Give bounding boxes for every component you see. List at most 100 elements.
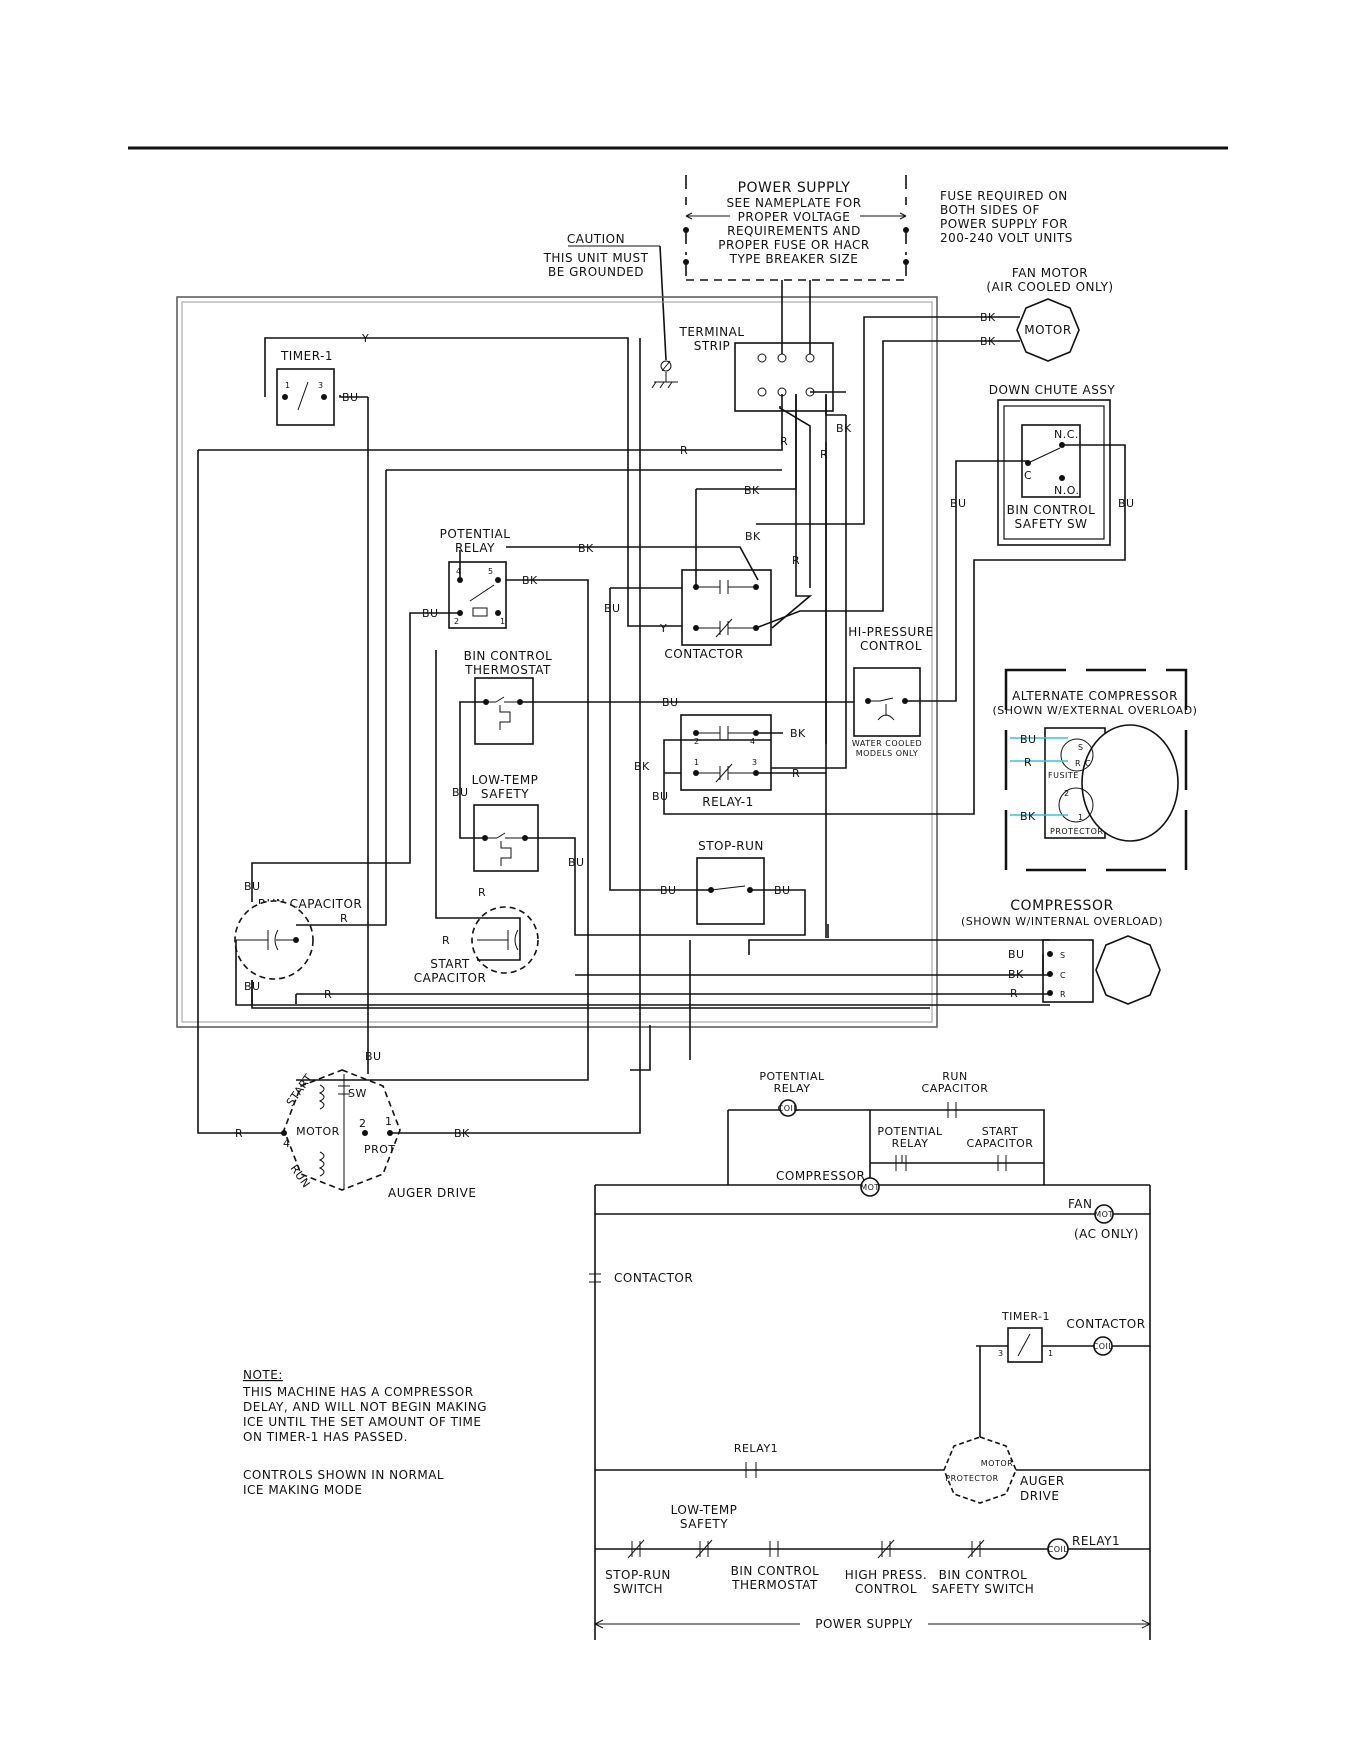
svg-text:S: S <box>1060 951 1066 960</box>
svg-text:MODELS ONLY: MODELS ONLY <box>856 749 919 758</box>
svg-text:PROTECTOR: PROTECTOR <box>1050 827 1103 836</box>
svg-text:FUSITE: FUSITE <box>1048 771 1079 780</box>
svg-text:CONTROL: CONTROL <box>860 639 922 653</box>
svg-text:BK: BK <box>522 574 538 587</box>
svg-text:2: 2 <box>359 1117 367 1130</box>
svg-text:COIL: COIL <box>1093 1342 1114 1351</box>
svg-text:TIMER-1: TIMER-1 <box>1001 1310 1050 1323</box>
svg-text:AUGER DRIVE: AUGER DRIVE <box>388 1186 476 1200</box>
svg-text:PROPER FUSE OR HACR: PROPER FUSE OR HACR <box>718 238 870 252</box>
svg-text:COIL: COIL <box>778 1104 799 1113</box>
svg-text:1: 1 <box>500 617 506 626</box>
svg-text:CONTACTOR: CONTACTOR <box>614 1271 693 1285</box>
svg-text:BK: BK <box>1020 810 1036 823</box>
timer-1: TIMER-1 1 3 <box>276 349 335 426</box>
svg-text:BK: BK <box>744 484 760 497</box>
compressor: COMPRESSOR (SHOWN W/INTERNAL OVERLOAD) S… <box>961 898 1163 1005</box>
svg-text:BU: BU <box>244 980 261 993</box>
svg-text:R: R <box>792 554 800 567</box>
svg-text:4: 4 <box>456 567 462 576</box>
svg-text:R: R <box>340 912 348 925</box>
svg-text:AUGER: AUGER <box>1020 1474 1065 1488</box>
svg-text:THERMOSTAT: THERMOSTAT <box>731 1578 818 1592</box>
svg-text:(SHOWN W/EXTERNAL OVERLOAD): (SHOWN W/EXTERNAL OVERLOAD) <box>993 704 1198 717</box>
svg-text:POTENTIAL: POTENTIAL <box>877 1125 943 1138</box>
svg-text:R: R <box>792 767 800 780</box>
svg-text:BIN CONTROL: BIN CONTROL <box>939 1568 1028 1582</box>
svg-text:(AC ONLY): (AC ONLY) <box>1074 1227 1139 1241</box>
potential-relay: POTENTIAL RELAY 4 5 2 1 <box>440 527 510 629</box>
svg-text:BIN CONTROL: BIN CONTROL <box>464 649 553 663</box>
svg-text:R: R <box>1060 990 1066 999</box>
svg-text:BK: BK <box>578 542 594 555</box>
chassis-outline <box>176 296 938 1028</box>
svg-text:200-240 VOLT UNITS: 200-240 VOLT UNITS <box>940 231 1073 245</box>
svg-text:MOT: MOT <box>860 1183 880 1192</box>
svg-text:REQUIREMENTS AND: REQUIREMENTS AND <box>727 224 861 238</box>
svg-text:THERMOSTAT: THERMOSTAT <box>464 663 551 677</box>
svg-text:N.O.: N.O. <box>1054 484 1079 497</box>
svg-text:R: R <box>478 886 486 899</box>
wire-labels: Y BU R R R BK BK BK BK BK BU BU Y R BU B… <box>235 332 1135 1140</box>
svg-text:PROTECTOR: PROTECTOR <box>945 1474 998 1483</box>
svg-text:DRIVE: DRIVE <box>1020 1489 1059 1503</box>
svg-text:ICE UNTIL THE SET AMOUNT OF TI: ICE UNTIL THE SET AMOUNT OF TIME <box>243 1415 481 1429</box>
relay-1: 2 4 1 3 RELAY-1 <box>680 714 772 809</box>
svg-text:BK: BK <box>790 727 806 740</box>
alternate-compressor: ALTERNATE COMPRESSOR (SHOWN W/EXTERNAL O… <box>993 668 1198 872</box>
svg-text:4: 4 <box>283 1137 291 1150</box>
svg-text:S: S <box>1078 743 1084 752</box>
svg-text:R: R <box>820 448 828 461</box>
hi-pressure-control: HI-PRESSURE CONTROL WATER COOLED MODELS … <box>848 625 933 758</box>
svg-text:CAPACITOR: CAPACITOR <box>967 1137 1034 1150</box>
svg-text:BIN CONTROL: BIN CONTROL <box>731 1564 820 1578</box>
svg-text:COMPRESSOR: COMPRESSOR <box>1010 898 1113 914</box>
svg-text:BK: BK <box>1008 968 1024 981</box>
svg-text:ALTERNATE COMPRESSOR: ALTERNATE COMPRESSOR <box>1012 689 1178 703</box>
svg-text:BOTH SIDES OF: BOTH SIDES OF <box>940 203 1040 217</box>
svg-text:N.C.: N.C. <box>1054 428 1079 441</box>
svg-text:RELAY: RELAY <box>774 1082 811 1095</box>
svg-text:R: R <box>780 435 788 448</box>
svg-text:RELAY1: RELAY1 <box>734 1442 778 1455</box>
svg-text:RELAY-1: RELAY-1 <box>702 795 754 809</box>
svg-text:POWER SUPPLY: POWER SUPPLY <box>815 1617 913 1631</box>
svg-text:RUN: RUN <box>942 1070 967 1083</box>
svg-text:SW: SW <box>348 1087 367 1100</box>
svg-text:TIMER-1: TIMER-1 <box>280 349 333 363</box>
svg-text:1: 1 <box>1078 813 1084 822</box>
start-capacitor: START CAPACITOR <box>414 906 539 985</box>
svg-text:2: 2 <box>454 617 460 626</box>
svg-text:ICE MAKING MODE: ICE MAKING MODE <box>243 1483 363 1497</box>
svg-text:BU: BU <box>365 1050 382 1063</box>
svg-text:WATER COOLED: WATER COOLED <box>852 739 922 748</box>
fuse-note: FUSE REQUIRED ON BOTH SIDES OF POWER SUP… <box>940 189 1073 245</box>
svg-text:BU: BU <box>662 696 679 709</box>
svg-text:BU: BU <box>342 391 359 404</box>
svg-text:1: 1 <box>694 758 700 767</box>
svg-text:POTENTIAL: POTENTIAL <box>759 1070 825 1083</box>
svg-text:MOTOR: MOTOR <box>1024 323 1071 337</box>
svg-text:START: START <box>982 1125 1018 1138</box>
svg-text:PROT: PROT <box>364 1143 396 1156</box>
svg-text:THIS MACHINE HAS A COMPRESSOR: THIS MACHINE HAS A COMPRESSOR <box>242 1385 474 1399</box>
svg-text:BK: BK <box>454 1127 470 1140</box>
svg-text:STRIP: STRIP <box>694 339 731 353</box>
svg-text:BU: BU <box>1020 733 1037 746</box>
svg-text:(SHOWN W/INTERNAL OVERLOAD): (SHOWN W/INTERNAL OVERLOAD) <box>961 915 1163 928</box>
svg-text:SAFETY: SAFETY <box>680 1517 728 1531</box>
svg-text:SAFETY SWITCH: SAFETY SWITCH <box>932 1582 1035 1596</box>
stop-run-switch: STOP-RUN <box>696 839 765 925</box>
svg-text:COMPRESSOR: COMPRESSOR <box>776 1169 865 1183</box>
svg-text:CONTROLS SHOWN IN NORMAL: CONTROLS SHOWN IN NORMAL <box>243 1468 444 1482</box>
svg-text:FUSE REQUIRED ON: FUSE REQUIRED ON <box>940 189 1068 203</box>
svg-text:COIL: COIL <box>1048 1545 1069 1554</box>
svg-text:BK: BK <box>836 422 852 435</box>
svg-text:CONTACTOR: CONTACTOR <box>664 647 743 661</box>
wiring-runs <box>197 316 1126 1134</box>
svg-text:RELAY: RELAY <box>455 541 495 555</box>
svg-text:PROPER VOLTAGE: PROPER VOLTAGE <box>738 210 851 224</box>
svg-text:STOP-RUN: STOP-RUN <box>605 1568 671 1582</box>
svg-text:BU: BU <box>1118 497 1135 510</box>
